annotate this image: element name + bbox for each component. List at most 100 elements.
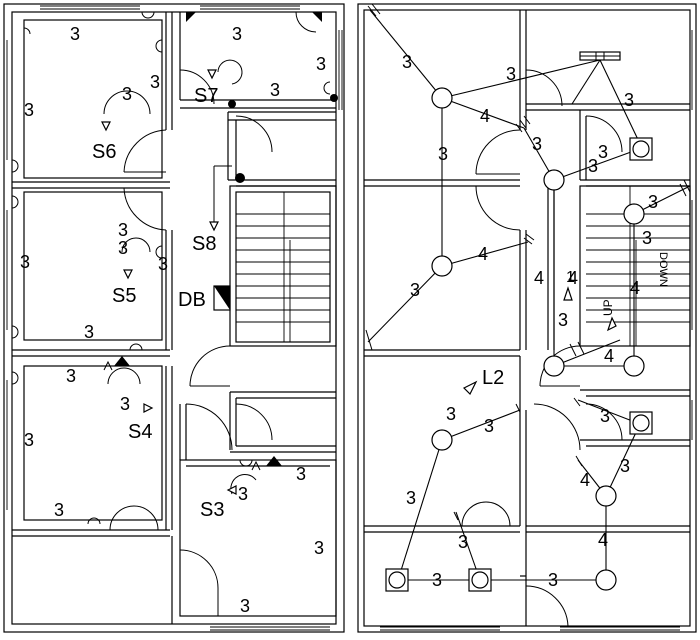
box-light-icon bbox=[629, 411, 653, 435]
socket-lead-icon bbox=[251, 460, 261, 471]
wire-count: 3 bbox=[270, 80, 280, 100]
light-point-icon bbox=[595, 569, 617, 591]
right-switch-ticks bbox=[365, 3, 691, 521]
wire-count: 4 bbox=[630, 278, 640, 298]
right-wiring bbox=[367, 9, 691, 581]
wire-count: 3 bbox=[314, 538, 324, 558]
light-point-icon bbox=[623, 355, 645, 377]
wire-count: 3 bbox=[118, 220, 128, 240]
wire-count: 4 bbox=[480, 106, 490, 126]
wire-count: 3 bbox=[458, 532, 468, 552]
switch-label: S5 bbox=[112, 285, 136, 307]
switch-s5-pointer bbox=[123, 269, 133, 280]
wire-count: 3 bbox=[588, 156, 598, 176]
box-light-icon bbox=[385, 568, 409, 592]
wire-count: 3 bbox=[24, 430, 34, 450]
left-wall-sockets bbox=[11, 11, 331, 525]
light-point-icon bbox=[431, 87, 453, 109]
right-light-fittings bbox=[385, 51, 653, 592]
wire-count: 3 bbox=[446, 404, 456, 424]
stair-up-label: UP bbox=[601, 299, 615, 316]
ceiling-point-icon bbox=[330, 94, 338, 102]
right-outer-walls bbox=[357, 3, 697, 633]
switch-pointer bbox=[563, 286, 573, 301]
wire-count: 3 bbox=[84, 322, 94, 342]
wire-count: 3 bbox=[624, 90, 634, 110]
wire-count: 3 bbox=[406, 488, 416, 508]
right-doors bbox=[461, 69, 623, 627]
socket-triangle-icon bbox=[266, 456, 282, 466]
switch-s4-pointer bbox=[143, 403, 154, 413]
wire-count: 3 bbox=[506, 64, 516, 84]
right-wire-counts: 3 3 4 3 3 3 3 3 4 3 4 3 3 4 4 3 3 3 4 3 … bbox=[402, 52, 658, 590]
wire-count: 4 bbox=[534, 268, 544, 288]
wire-count: 3 bbox=[600, 406, 610, 426]
right-labels: L2 1 UP DOWN bbox=[482, 252, 669, 389]
distribution-board bbox=[213, 285, 231, 311]
wire-count: 3 bbox=[158, 254, 168, 274]
wire-count: 3 bbox=[66, 366, 76, 386]
wire-count: 3 bbox=[150, 72, 160, 92]
wire-count: 3 bbox=[118, 238, 128, 258]
ceiling-point-icon bbox=[228, 100, 236, 108]
switch-s7-pointer bbox=[207, 69, 217, 80]
wire-count: 3 bbox=[432, 570, 442, 590]
left-outer-walls bbox=[3, 3, 345, 633]
switch-pointer bbox=[462, 380, 478, 396]
switch-s6-arc bbox=[103, 90, 151, 115]
switch-pointer bbox=[606, 316, 617, 332]
light-point-icon bbox=[543, 169, 565, 191]
wire-count: 3 bbox=[484, 416, 494, 436]
left-doors bbox=[109, 11, 317, 616]
switch-s6-pointer bbox=[101, 121, 111, 132]
light-point-icon bbox=[543, 355, 565, 377]
wire-count: 3 bbox=[20, 252, 30, 272]
wire-count: 3 bbox=[240, 596, 250, 616]
wire-count: 3 bbox=[238, 484, 248, 504]
switch-label: S4 bbox=[128, 421, 152, 443]
switch-s5-arc bbox=[121, 237, 151, 253]
wire-count: 3 bbox=[532, 134, 542, 154]
ceiling-fan-icon bbox=[186, 12, 196, 22]
box-light-icon bbox=[629, 137, 653, 161]
left-wire-counts: 3 3 3 3 3 3 3 3 3 3 3 3 3 3 3 3 3 3 3 3 bbox=[20, 24, 326, 616]
switch-label: S8 bbox=[192, 233, 216, 255]
wire-count: 3 bbox=[648, 192, 658, 212]
left-switch-symbols bbox=[101, 59, 257, 495]
stair-down-label: DOWN bbox=[657, 252, 669, 287]
left-stairs bbox=[236, 192, 330, 342]
light-point-icon bbox=[623, 203, 645, 225]
socket-lead-icon bbox=[103, 360, 113, 371]
ceiling-fan-icon bbox=[312, 12, 322, 22]
right-interior-walls bbox=[364, 10, 691, 626]
wire-count: 4 bbox=[604, 346, 614, 366]
box-light-icon bbox=[468, 568, 492, 592]
lamp-label: L2 bbox=[482, 367, 504, 389]
wire-count: 3 bbox=[24, 100, 34, 120]
wire-count: 4 bbox=[478, 244, 488, 264]
wire-count: 3 bbox=[402, 52, 412, 72]
switch-label: S6 bbox=[92, 141, 116, 163]
switch-s7-arc bbox=[217, 59, 243, 85]
light-point-icon bbox=[595, 485, 617, 507]
switch-label: S3 bbox=[200, 499, 224, 521]
wire-count: 3 bbox=[642, 228, 652, 248]
right-plan: L2 1 UP DOWN 3 3 4 3 3 3 3 3 4 3 4 3 3 4… bbox=[357, 3, 697, 633]
wire-count: 3 bbox=[558, 310, 568, 330]
wire-count: 3 bbox=[548, 570, 558, 590]
switch-s8-pointer bbox=[209, 221, 219, 232]
wire-count: 3 bbox=[410, 280, 420, 300]
db-fill bbox=[214, 286, 230, 310]
wire-count: 3 bbox=[438, 144, 448, 164]
left-filled-marks bbox=[103, 12, 338, 471]
switch-s3-pointer bbox=[226, 485, 237, 495]
switch-label: S7 bbox=[194, 85, 218, 107]
right-stairs bbox=[586, 186, 690, 346]
wire-count: 3 bbox=[70, 24, 80, 44]
wire-count: 4 bbox=[580, 470, 590, 490]
light-point-icon bbox=[431, 255, 453, 277]
wire-count: 3 bbox=[54, 500, 64, 520]
left-labels: S7 S6 S8 S5 S4 S3 DB bbox=[92, 85, 224, 521]
socket-triangle-icon bbox=[114, 356, 130, 366]
